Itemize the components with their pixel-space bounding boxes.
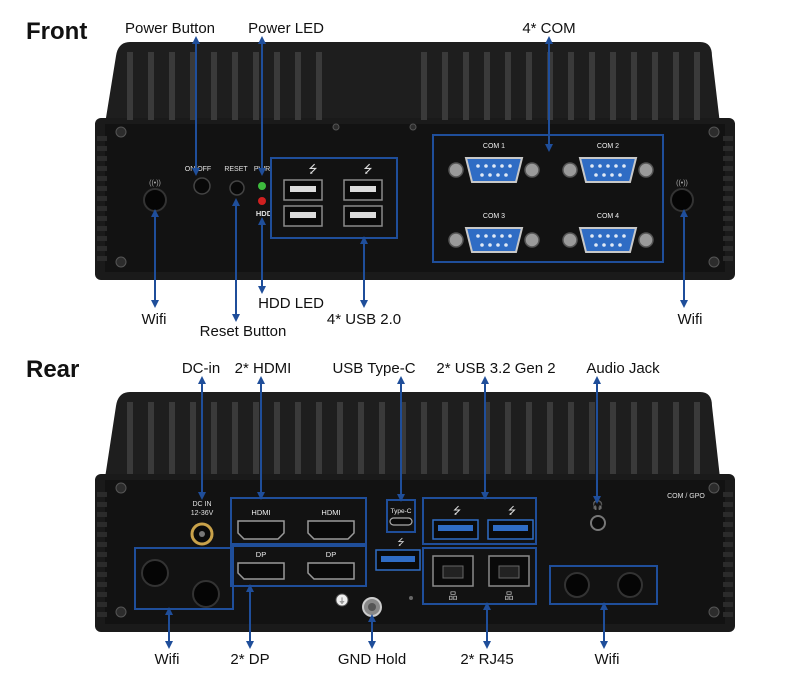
- front-heatsink-fins: [127, 52, 700, 120]
- svg-text:🎧: 🎧: [592, 499, 603, 511]
- com-port-4: [562, 227, 654, 253]
- com-port-2: [562, 157, 654, 183]
- usb32-port-group: ⭍ ⭍: [422, 497, 537, 545]
- label-power-button: Power Button: [124, 20, 216, 37]
- label-gnd-hold: GND Hold: [337, 651, 407, 668]
- label-wifi-rear-left: Wifi: [154, 651, 180, 668]
- rear-heatsink-fins: [127, 402, 700, 474]
- label-usb2: 4* USB 2.0: [326, 311, 402, 328]
- label-reset-button: Reset Button: [199, 323, 287, 340]
- dcin-text: DC IN: [192, 501, 211, 508]
- svg-text:((•)): ((•)): [676, 180, 688, 187]
- hdmi-port-group: [230, 497, 367, 545]
- dp-port-group: [230, 545, 367, 587]
- power-led-icon: [258, 182, 266, 190]
- com-port-3: [448, 227, 540, 253]
- label-power-led: Power LED: [248, 20, 324, 37]
- callout-arrows: [151, 36, 688, 649]
- label-usb32: 2* USB 3.2 Gen 2: [436, 360, 556, 377]
- dp2-text: DP: [326, 550, 336, 559]
- label-dc-in: DC-in: [181, 360, 221, 377]
- label-wifi-front-right: Wifi: [677, 311, 703, 328]
- rear-side-fins: [97, 492, 733, 617]
- extra-usb-port: ⭍: [375, 537, 421, 571]
- svg-text:⭍: ⭍: [453, 505, 461, 517]
- com-port-1: [448, 157, 540, 183]
- svg-text:⭍: ⭍: [508, 505, 516, 517]
- hdmi1-text: HDMI: [251, 508, 270, 517]
- label-audio-jack: Audio Jack: [586, 360, 660, 377]
- rear-wifi-right-antennas: [549, 565, 658, 605]
- com1-text: COM 1: [483, 143, 505, 150]
- label-hdd-led: HDD LED: [258, 295, 324, 312]
- rj45-port-group: 品 品: [422, 547, 537, 605]
- label-dp: 2* DP: [230, 651, 270, 668]
- typec-text: Type-C: [391, 508, 412, 515]
- label-usb-type-c: USB Type-C: [332, 360, 416, 377]
- reset-button: [229, 180, 245, 196]
- hdmi2-text: HDMI: [321, 508, 340, 517]
- label-hdmi: 2* HDMI: [234, 360, 292, 377]
- svg-text:品: 品: [504, 591, 513, 602]
- label-com: 4* COM: [522, 20, 576, 37]
- dcin-voltage-text: 12-36V: [191, 510, 214, 517]
- label-wifi-rear-right: Wifi: [594, 651, 620, 668]
- hdd-led-icon: [258, 197, 266, 205]
- rear-wifi-left-antennas: [134, 547, 234, 610]
- dc-in-jack: [190, 522, 214, 546]
- reset-text: RESET: [224, 166, 248, 173]
- dp1-text: DP: [256, 550, 266, 559]
- com3-text: COM 3: [483, 213, 505, 220]
- audio-jack: 🎧: [590, 499, 606, 531]
- rear-title: Rear: [26, 356, 80, 383]
- label-rj45: 2* RJ45: [460, 651, 514, 668]
- rear-screws: [115, 482, 720, 618]
- com2-text: COM 2: [597, 143, 619, 150]
- svg-text:((•)): ((•)): [149, 180, 161, 187]
- svg-text:⭍: ⭍: [397, 537, 405, 548]
- onoff-text: ON/OFF: [185, 166, 211, 173]
- hdd-text: HDD: [256, 209, 273, 218]
- front-title: Front: [26, 18, 88, 45]
- front-screws: [115, 123, 720, 268]
- power-button: [193, 177, 211, 195]
- svg-text:⭍: ⭍: [308, 163, 317, 176]
- svg-text:品: 品: [448, 591, 457, 602]
- usb2-port-group: ⭍ ⭍: [270, 157, 398, 239]
- svg-text:⭍: ⭍: [363, 163, 372, 176]
- front-side-fins: [97, 136, 733, 261]
- svg-text:⏚: ⏚: [339, 597, 346, 605]
- com4-text: COM 4: [597, 213, 619, 220]
- front-wifi-left-antenna: ((•)): [143, 180, 167, 212]
- com-gpo-text: COM / GPO: [667, 493, 705, 500]
- label-wifi-front-left: Wifi: [141, 311, 167, 328]
